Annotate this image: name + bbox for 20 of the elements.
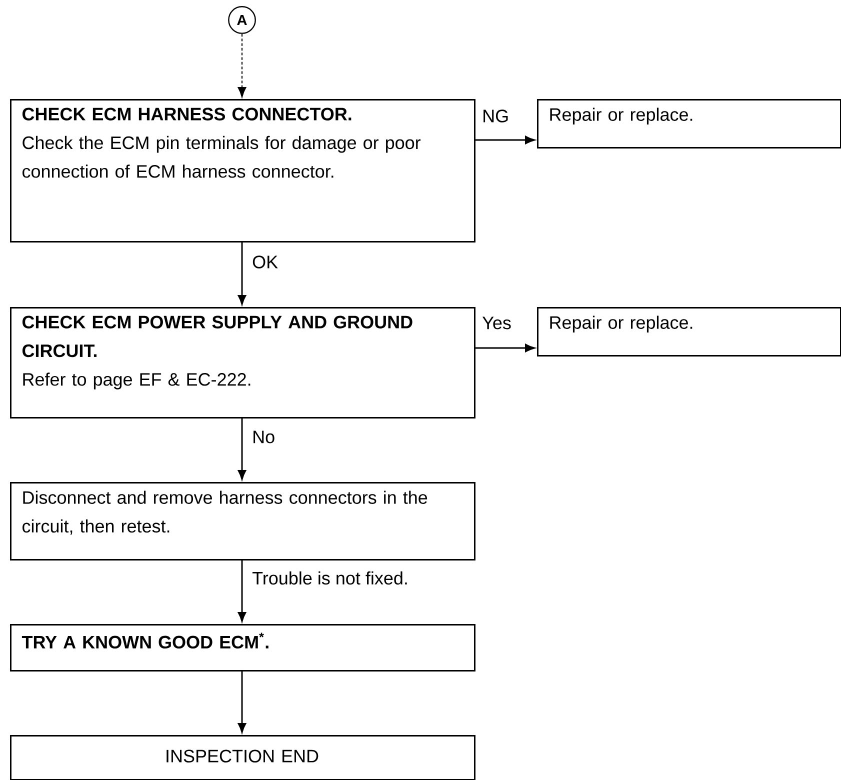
edge-label: NG xyxy=(480,108,510,124)
arrow xyxy=(238,34,246,98)
terminal-box: INSPECTION END xyxy=(10,735,476,780)
edge-label: Yes xyxy=(480,315,513,331)
process-box: Repair or replace. xyxy=(537,99,841,148)
arrow xyxy=(475,136,535,144)
process-box: Repair or replace. xyxy=(537,307,841,356)
process-box: CHECK ECM POWER SUPPLY AND GROUND CIRCUIT. Refer to page EF & EC-222. xyxy=(10,307,476,418)
circled-letter: A xyxy=(228,6,256,34)
arrow xyxy=(238,560,246,622)
arrow xyxy=(238,671,246,733)
arrow xyxy=(238,418,246,480)
process-box: CHECK ECM HARNESS CONNECTOR. Check the ECM pin terminals for damage or poor connection of ECM harness connector. xyxy=(10,99,476,242)
process-box: Disconnect and remove harness connectors in the circuit, then retest. xyxy=(10,482,476,560)
arrow xyxy=(238,242,246,305)
edge-label: OK xyxy=(250,254,280,270)
edge-label: Trouble is not fixed. xyxy=(250,570,410,586)
process-box: TRY A KNOWN GOOD ECM$^{*}$. xyxy=(10,624,476,672)
edge-label: No xyxy=(250,429,276,445)
arrow xyxy=(475,344,535,352)
